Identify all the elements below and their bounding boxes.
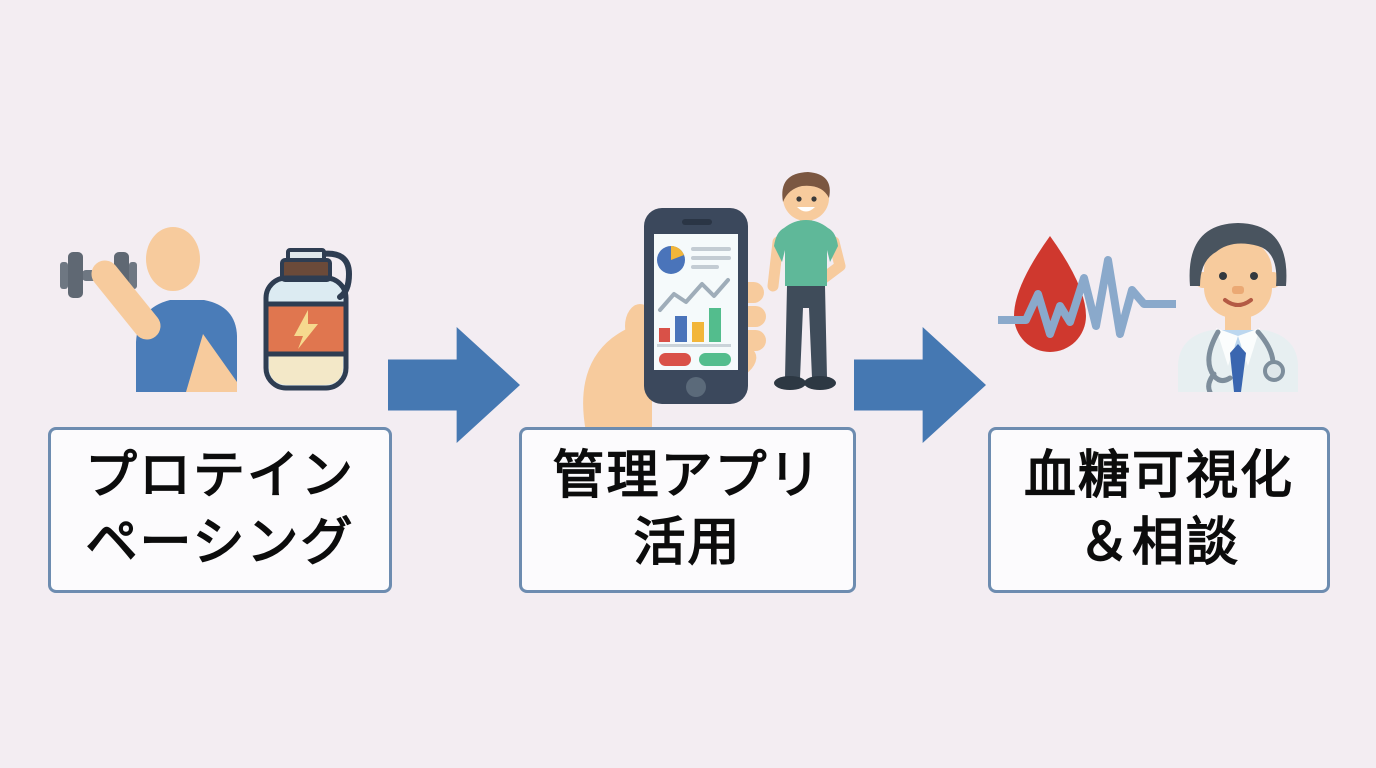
- blood-drop-pulse-icon: [998, 236, 1176, 352]
- step-label-line: プロテイン: [84, 447, 355, 506]
- step-label-line: 活用: [633, 514, 742, 572]
- step-label-line: 管理アプリ: [552, 447, 823, 506]
- step-label-line: ペーシング: [85, 514, 355, 572]
- stethoscope-chestpiece: [1263, 360, 1285, 382]
- step-label-line: 血糖可視化: [1023, 447, 1294, 506]
- step-box-glucose-consult: 血糖可視化 ＆相談: [988, 427, 1330, 593]
- home-button: [686, 377, 706, 397]
- step-box-protein-pacing: プロテイン ペーシング: [48, 427, 392, 593]
- hair: [782, 172, 830, 202]
- step-label-line: ＆相談: [1077, 514, 1240, 572]
- doctor-icon: [1178, 223, 1298, 392]
- arrow-right-icon: [388, 327, 520, 443]
- arrow-right-icon: [854, 327, 986, 443]
- protein-bottle-icon: [263, 248, 353, 391]
- weightlifter-icon: [60, 227, 237, 392]
- standing-person-icon: [767, 172, 846, 390]
- lightning-bolt-glyph: [294, 310, 318, 349]
- hand-phone-app-icon: [583, 208, 766, 432]
- step-box-management-app: 管理アプリ 活用: [519, 427, 856, 593]
